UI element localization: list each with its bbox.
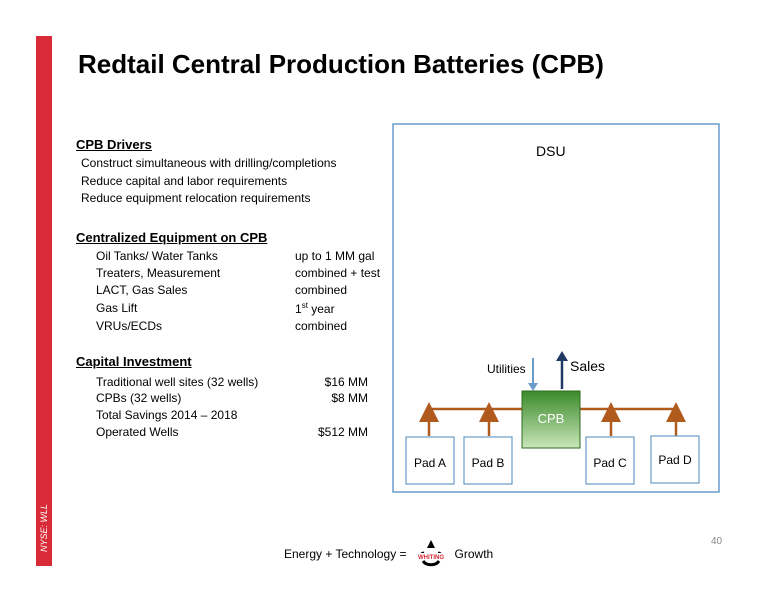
pad-d-box xyxy=(650,435,700,484)
footer-tagline: Energy + Technology = WHITING Growth xyxy=(284,539,493,569)
utilities-arrowhead xyxy=(528,383,538,391)
equipment-value: 1st year xyxy=(295,301,335,316)
equipment-value: combined xyxy=(295,283,348,297)
equipment-value: up to 1 MM gal xyxy=(295,249,375,263)
pad-a-label: Pad A xyxy=(413,456,447,470)
sales-label: Sales xyxy=(570,358,606,374)
brand-side-bar xyxy=(36,36,52,566)
footer-right-text: Growth xyxy=(454,547,494,561)
equipment-label: LACT, Gas Sales xyxy=(96,283,188,297)
whiting-logo-icon: WHITING xyxy=(414,540,447,567)
investment-value: $8 MM xyxy=(331,391,368,405)
investment-heading: Capital Investment xyxy=(76,354,192,369)
pad-b-label: Pad B xyxy=(471,456,505,470)
dsu-label: DSU xyxy=(536,143,566,159)
pad-a-box xyxy=(405,436,455,485)
equipment-value: combined xyxy=(295,319,348,333)
ticker-label: NYSE: WLL xyxy=(39,503,49,553)
investment-label: Traditional well sites (32 wells) xyxy=(96,375,259,389)
pad-b-box xyxy=(463,436,513,485)
page-number: 40 xyxy=(711,536,723,547)
slide-title: Redtail Central Production Batteries (CP… xyxy=(78,49,604,79)
cpb-label: CPB xyxy=(537,411,565,426)
pad-d-label: Pad D xyxy=(658,453,692,467)
investment-label: Total Savings 2014 – 2018 xyxy=(96,408,238,422)
equipment-label: VRUs/ECDs xyxy=(96,319,163,333)
cpb-box xyxy=(521,390,581,449)
sales-arrowhead xyxy=(556,351,568,361)
driver-item: Construct simultaneous with drilling/com… xyxy=(81,156,337,170)
pad-c-box xyxy=(585,436,635,485)
driver-item: Reduce equipment relocation requirements xyxy=(81,191,311,205)
equipment-label: Gas Lift xyxy=(96,301,138,315)
footer-left-text: Energy + Technology = xyxy=(284,547,407,561)
investment-label: Operated Wells xyxy=(96,425,179,439)
dsu-diagram-graphic xyxy=(392,123,720,493)
dsu-frame xyxy=(392,123,720,493)
investment-label: CPBs (32 wells) xyxy=(96,391,182,405)
drivers-heading: CPB Drivers xyxy=(76,137,152,152)
driver-item: Reduce capital and labor requirements xyxy=(81,174,288,188)
dsu-diagram: DSU Utilities Sales CPB Pad A Pad B Pad … xyxy=(392,123,720,493)
pad-c-label: Pad C xyxy=(593,456,627,470)
equipment-heading: Centralized Equipment on CPB xyxy=(76,230,268,245)
investment-value: $512 MM xyxy=(317,425,368,439)
investment-value: $16 MM xyxy=(324,375,368,389)
equipment-label: Oil Tanks/ Water Tanks xyxy=(96,249,218,263)
equipment-label: Treaters, Measurement xyxy=(96,266,221,280)
equipment-value: combined + test xyxy=(295,266,381,280)
utilities-label: Utilities xyxy=(487,362,526,376)
logo-wordmark: WHITING xyxy=(418,555,444,561)
